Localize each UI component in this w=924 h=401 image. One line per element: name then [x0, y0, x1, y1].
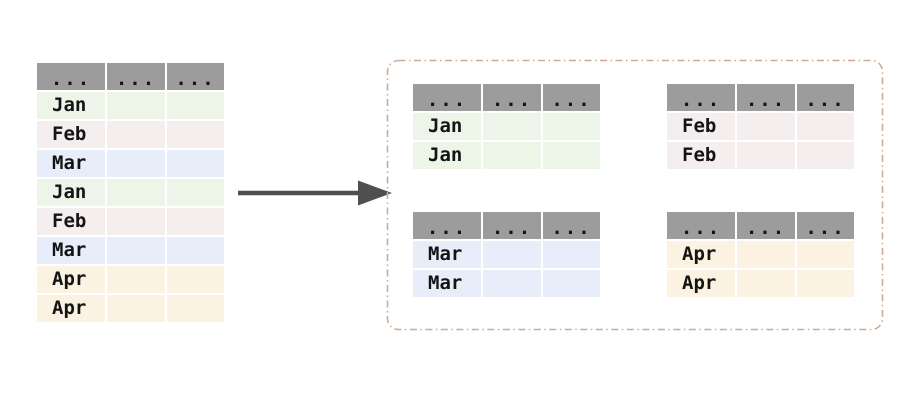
header-cell: ...	[413, 212, 481, 239]
data-cell	[167, 150, 224, 177]
groups-panel-border	[386, 59, 884, 331]
month-cell: Feb	[667, 113, 735, 140]
month-cell: Mar	[37, 150, 105, 177]
data-cell	[543, 113, 600, 140]
group-table-jan: ... ... ... Jan Jan	[413, 84, 600, 169]
data-cell	[167, 208, 224, 235]
group-table-mar: ... ... ... Mar Mar	[413, 212, 600, 297]
data-cell	[167, 179, 224, 206]
month-cell: Feb	[37, 208, 105, 235]
data-cell	[107, 295, 165, 322]
header-cell: ...	[667, 212, 735, 239]
data-cell	[543, 142, 600, 169]
data-cell	[167, 237, 224, 264]
header-cell: ...	[107, 63, 165, 90]
header-cell: ...	[483, 84, 541, 111]
data-cell	[797, 270, 854, 297]
data-cell	[167, 295, 224, 322]
right-arrow-icon	[238, 180, 392, 206]
data-cell	[737, 142, 795, 169]
month-cell: Apr	[37, 266, 105, 293]
month-cell: Jan	[413, 113, 481, 140]
header-cell: ...	[167, 63, 224, 90]
data-cell	[483, 113, 541, 140]
header-cell: ...	[797, 84, 854, 111]
month-cell: Apr	[667, 241, 735, 268]
data-cell	[483, 270, 541, 297]
data-cell	[543, 270, 600, 297]
source-table: ... ... ... Jan Feb Mar Jan Feb Mar Apr …	[37, 63, 224, 322]
data-cell	[167, 266, 224, 293]
month-cell: Jan	[413, 142, 481, 169]
header-cell: ...	[483, 212, 541, 239]
data-cell	[107, 266, 165, 293]
data-cell	[107, 208, 165, 235]
data-cell	[797, 142, 854, 169]
data-cell	[797, 113, 854, 140]
data-cell	[167, 121, 224, 148]
data-cell	[543, 241, 600, 268]
month-cell: Jan	[37, 92, 105, 119]
header-cell: ...	[37, 63, 105, 90]
data-cell	[737, 241, 795, 268]
header-cell: ...	[413, 84, 481, 111]
data-cell	[797, 241, 854, 268]
data-cell	[107, 179, 165, 206]
header-cell: ...	[797, 212, 854, 239]
data-cell	[483, 142, 541, 169]
data-cell	[167, 92, 224, 119]
month-cell: Mar	[413, 270, 481, 297]
month-cell: Jan	[37, 179, 105, 206]
group-table-apr: ... ... ... Apr Apr	[667, 212, 854, 297]
header-cell: ...	[543, 212, 600, 239]
data-cell	[107, 237, 165, 264]
data-cell	[737, 113, 795, 140]
month-cell: Mar	[37, 237, 105, 264]
group-table-feb: ... ... ... Feb Feb	[667, 84, 854, 169]
data-cell	[107, 121, 165, 148]
month-cell: Apr	[667, 270, 735, 297]
header-cell: ...	[737, 212, 795, 239]
data-cell	[737, 270, 795, 297]
header-cell: ...	[737, 84, 795, 111]
header-cell: ...	[543, 84, 600, 111]
data-cell	[107, 92, 165, 119]
month-cell: Feb	[667, 142, 735, 169]
data-cell	[107, 150, 165, 177]
month-cell: Feb	[37, 121, 105, 148]
month-cell: Mar	[413, 241, 481, 268]
month-cell: Apr	[37, 295, 105, 322]
data-cell	[483, 241, 541, 268]
header-cell: ...	[667, 84, 735, 111]
